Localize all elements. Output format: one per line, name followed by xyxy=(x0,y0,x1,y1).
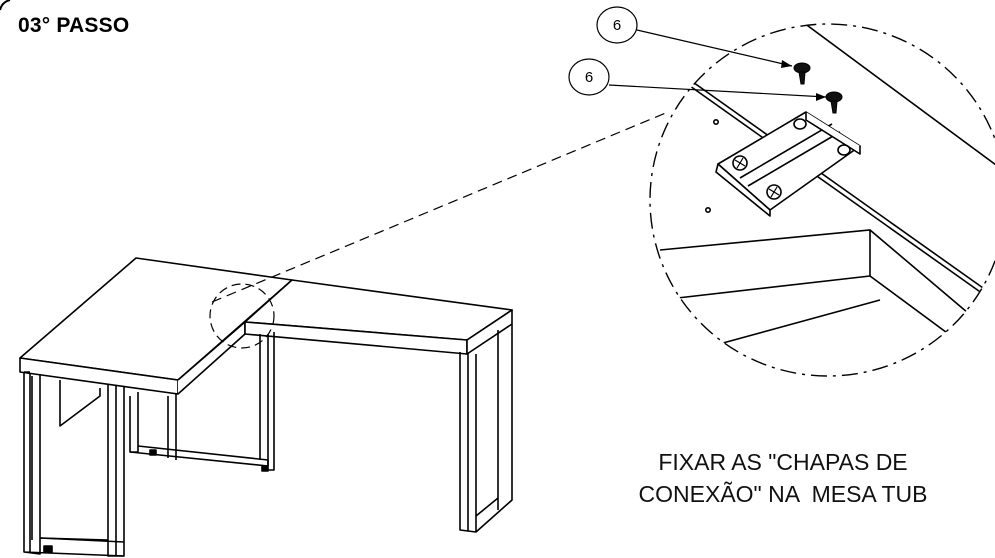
detail-return-top xyxy=(659,229,995,341)
instruction-line-1: FIXAR AS "CHAPAS DE xyxy=(658,449,908,475)
detail-tabletop-edge xyxy=(689,79,995,301)
leg-rear-left xyxy=(129,392,139,453)
plate-hole xyxy=(793,118,807,130)
detail-hole xyxy=(704,207,711,214)
leg-front-right xyxy=(39,384,125,557)
instruction-line-2: CONEXÃO" NA MESA TUB xyxy=(638,481,928,507)
detail-view-boundary xyxy=(649,23,995,377)
detail-hole xyxy=(712,119,719,126)
detail-marker-circle xyxy=(209,283,275,349)
connection-plate xyxy=(715,111,861,217)
callout-1: 6 xyxy=(596,6,793,68)
foot xyxy=(149,449,157,456)
plate-screw xyxy=(766,184,782,200)
modesty-panel xyxy=(59,380,101,427)
leg-front-left-bar xyxy=(24,371,33,540)
leg-rear-right xyxy=(259,332,275,471)
step-title: 03° PASSO xyxy=(18,14,130,37)
screw-icon xyxy=(825,91,843,114)
l-shaped-desk xyxy=(19,257,513,557)
foot xyxy=(261,465,269,472)
callout-2-number: 6 xyxy=(585,69,593,86)
detail-leader-line xyxy=(211,111,669,303)
callout-1-number: 6 xyxy=(613,17,621,34)
leg-rear-bottom xyxy=(129,445,269,467)
leg-front-left xyxy=(23,372,125,557)
detail-tabletop-edge xyxy=(799,24,995,169)
plate-screw xyxy=(732,155,748,171)
callout-2: 6 xyxy=(568,58,827,101)
plate-hole xyxy=(837,144,851,156)
screw-icon xyxy=(793,62,811,85)
frame-corner xyxy=(0,0,11,11)
leg-rear-inner xyxy=(167,394,177,460)
detail-return-front xyxy=(659,275,871,301)
detail-tabletop-edge xyxy=(689,85,995,307)
detail-view xyxy=(649,23,995,377)
detail-return-bottom xyxy=(689,299,881,353)
instruction-text: FIXAR AS "CHAPAS DE CONEXÃO" NA MESA TUB xyxy=(598,446,968,510)
foot xyxy=(43,545,53,553)
leg-return-end xyxy=(459,324,513,533)
